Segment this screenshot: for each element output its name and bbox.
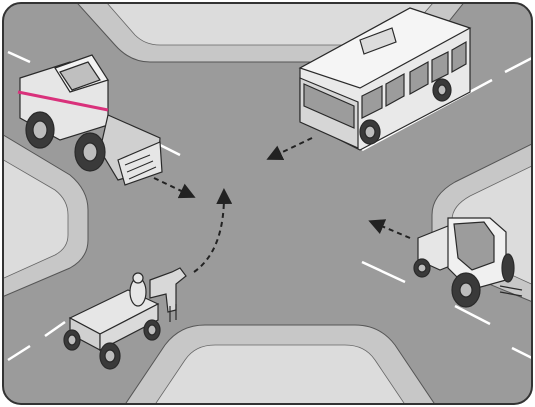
intersection-scene	[0, 0, 535, 407]
